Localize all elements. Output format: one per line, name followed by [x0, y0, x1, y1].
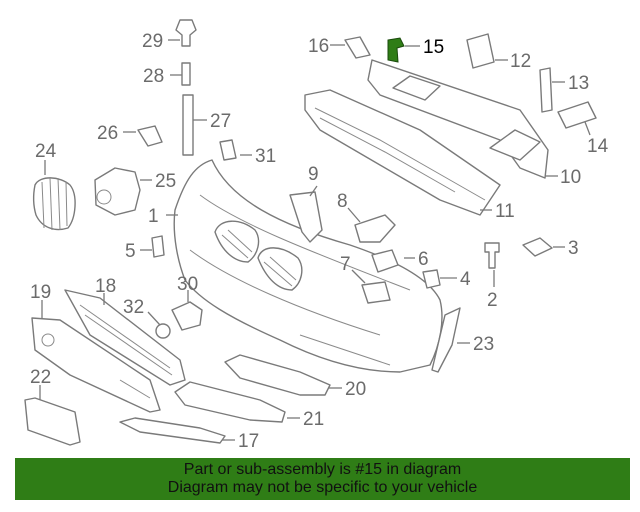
side-trim: [431, 307, 461, 373]
bracket-9: [289, 191, 323, 243]
callout-9: 9: [308, 164, 319, 185]
leader-lines: [39, 39, 591, 441]
callout-4: 4: [460, 269, 471, 290]
highlighted-part-15: [387, 37, 405, 63]
banner-line-2: Diagram may not be specific to your vehi…: [167, 479, 478, 496]
callout-17: 17: [238, 431, 259, 452]
callout-2: 2: [487, 290, 498, 311]
kidney-grille: [32, 177, 76, 231]
callout-18: 18: [95, 276, 116, 297]
grommet-32: [155, 323, 171, 339]
callout-5: 5: [125, 241, 136, 262]
trim-strip: [119, 417, 226, 444]
callout-13: 13: [568, 73, 589, 94]
spring-7: [361, 281, 391, 304]
bolt-2: [484, 242, 500, 269]
callout-19: 19: [30, 282, 51, 303]
pin-28: [181, 62, 191, 86]
bracket-26: [137, 125, 163, 147]
parts-diagram: 1 2 3 4 5 6 7 8 9 10 11 12 13 14 15 16 1…: [24, 19, 609, 452]
callout-14: 14: [587, 136, 609, 157]
banner-line-1: Part or sub-assembly is #15 in diagram: [183, 461, 462, 478]
clip-5: [151, 235, 165, 258]
callout-30: 30: [177, 274, 198, 295]
bumper-cover: [173, 159, 443, 373]
pad-14: [557, 101, 597, 129]
license-bracket: [24, 397, 81, 446]
bracket-8: [354, 214, 396, 243]
callout-15: 15: [423, 37, 444, 58]
nut-3: [522, 237, 553, 257]
callout-26: 26: [97, 123, 118, 144]
callout-7: 7: [340, 254, 351, 275]
bolt-27: [182, 94, 194, 156]
callout-31: 31: [255, 146, 276, 167]
clip-29: [175, 19, 197, 47]
energy-absorber: [304, 89, 501, 216]
callout-6: 6: [418, 249, 429, 270]
callouts: 1 2 3 4 5 6 7 8 9 10 11 12 13 14 15 16 1…: [30, 31, 609, 452]
clip-6: [371, 249, 399, 273]
camera: [94, 167, 141, 216]
bracket-16: [344, 36, 371, 59]
bracket-12: [466, 33, 495, 69]
callout-10: 10: [560, 167, 581, 188]
clip-31: [219, 139, 237, 161]
callout-1: 1: [148, 206, 159, 227]
nut-4: [422, 269, 441, 289]
fog-grille-right: [174, 381, 286, 423]
sensor-30: [171, 301, 203, 331]
callout-24: 24: [35, 141, 57, 162]
callout-8: 8: [337, 191, 348, 212]
lower-grille: [64, 289, 186, 386]
callout-32: 32: [123, 297, 144, 318]
info-banner: Part or sub-assembly is #15 in diagram D…: [15, 458, 630, 500]
callout-20: 20: [345, 379, 366, 400]
callout-11: 11: [495, 201, 515, 222]
grille-frame: [31, 317, 161, 413]
callout-3: 3: [568, 238, 579, 259]
callout-25: 25: [155, 171, 176, 192]
callout-22: 22: [30, 367, 51, 388]
callout-29: 29: [142, 31, 163, 52]
callout-23: 23: [473, 334, 494, 355]
callout-12: 12: [510, 51, 531, 72]
callout-21: 21: [303, 409, 324, 430]
callout-28: 28: [143, 66, 164, 87]
bumper-reinforcement: [367, 59, 549, 179]
bracket-13: [539, 67, 553, 113]
callout-16: 16: [308, 36, 329, 57]
callout-27: 27: [210, 111, 231, 132]
fog-grille-left: [224, 354, 331, 396]
